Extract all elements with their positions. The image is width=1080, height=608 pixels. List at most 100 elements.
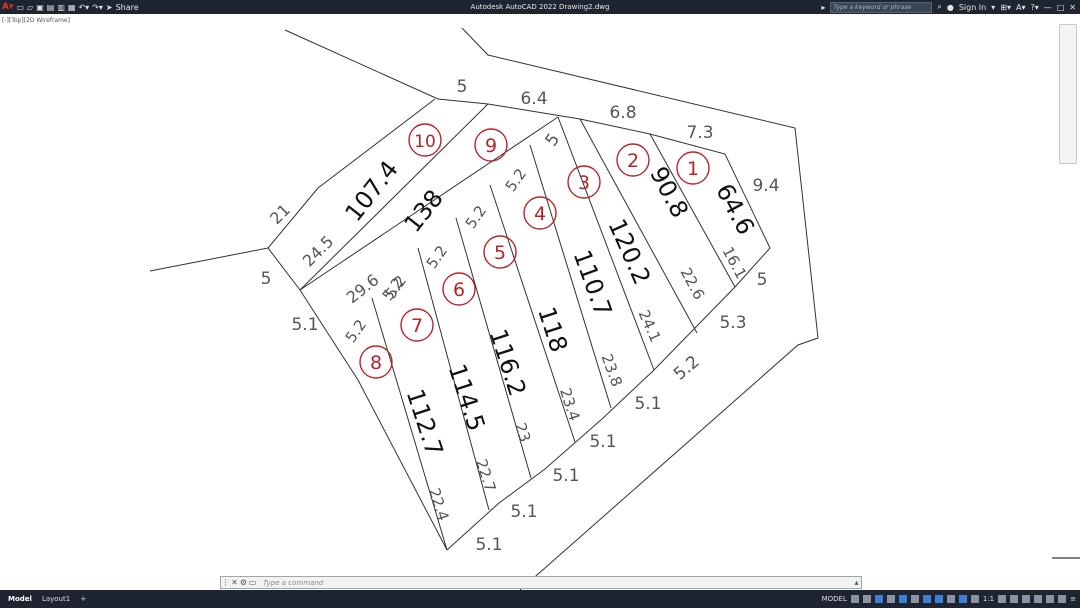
area-label: 118	[532, 303, 573, 355]
dimension-label: 5.1	[634, 394, 661, 414]
dimension-label: 5.1	[475, 535, 502, 555]
snap-icon[interactable]	[862, 595, 871, 603]
user-icon[interactable]: ●	[946, 2, 954, 12]
workspace-gear-icon[interactable]	[998, 595, 1007, 603]
otrack-icon[interactable]	[910, 595, 919, 603]
annotation-visibility-icon[interactable]	[958, 595, 967, 603]
maximize-icon[interactable]: □	[1056, 2, 1065, 12]
lot-marker-9: 9	[474, 128, 508, 162]
lot-number: 3	[578, 172, 590, 194]
search-icon[interactable]: ⌕	[937, 2, 942, 11]
osnap-icon[interactable]	[898, 595, 907, 603]
command-grip-icon[interactable]: ⋮	[221, 578, 230, 587]
command-history-icon[interactable]: ▴	[854, 578, 859, 587]
lot-marker-10: 10	[408, 123, 442, 157]
dimension-label: 5.1	[291, 315, 318, 335]
command-close-icon[interactable]: ✕	[231, 578, 238, 587]
undo-icon[interactable]: ↶▾	[78, 2, 90, 12]
quick-access-toolbar: A▾ ▭ ▱ ▣ ▤ ▥ ▦ ↶▾ ↷▾ ➤ Share	[2, 0, 139, 14]
lot-marker-7: 7	[400, 308, 434, 342]
lot-number: 2	[627, 150, 639, 172]
tab-model[interactable]: Model	[8, 595, 32, 603]
dimension-label: 22.4	[425, 486, 452, 523]
print-icon[interactable]: ▦	[67, 2, 76, 12]
dimension-label: 5	[542, 130, 565, 150]
dimension-label: 21	[266, 200, 294, 228]
ortho-icon[interactable]	[874, 595, 883, 603]
save-icon[interactable]: ▣	[36, 2, 44, 12]
lot-number: 10	[414, 132, 436, 152]
dimension-label: 5	[457, 77, 468, 97]
lot-marker-5: 5	[483, 235, 517, 269]
save-as-icon[interactable]: ▤	[46, 2, 55, 12]
dimension-label: 23.8	[598, 352, 626, 390]
dimension-label: 6.4	[520, 89, 547, 109]
cart-icon[interactable]: ⊞▾	[1000, 2, 1011, 12]
command-prompt-icon[interactable]: ▭	[248, 578, 257, 587]
dimension-label: 7.3	[686, 123, 713, 143]
selection-cycling-icon[interactable]	[946, 595, 955, 603]
share-icon[interactable]: ➤	[105, 2, 113, 12]
tab-layout1[interactable]: Layout1	[41, 595, 71, 603]
area-label: 112.7	[401, 386, 449, 460]
dimension-label: 5.3	[719, 313, 746, 333]
area-label: 107.4	[340, 155, 404, 226]
annotation-scale[interactable]: 1:1	[982, 595, 995, 603]
autocad-logo-icon[interactable]: A▾	[2, 2, 14, 12]
autodesk-account-icon[interactable]: A▾	[1015, 2, 1026, 12]
dimension-label: 5.1	[510, 502, 537, 522]
model-space-button[interactable]: MODEL	[821, 595, 847, 603]
isolate-objects-icon[interactable]	[1034, 595, 1043, 603]
area-label: 110.7	[568, 246, 618, 320]
auto-scale-icon[interactable]	[970, 595, 979, 603]
add-layout-icon[interactable]: +	[80, 595, 87, 603]
lot-number: 8	[370, 352, 382, 374]
area-label: 120.2	[603, 215, 657, 289]
hardware-acceleration-icon[interactable]	[1046, 595, 1055, 603]
lineweight-icon[interactable]	[922, 595, 931, 603]
lot-marker-2: 2	[616, 143, 650, 177]
new-file-icon[interactable]: ▭	[16, 2, 25, 12]
area-label: 138	[399, 184, 449, 237]
sign-in-button[interactable]: Sign In	[958, 2, 987, 12]
transparency-icon[interactable]	[934, 595, 943, 603]
lot-number: 4	[534, 203, 546, 225]
share-button[interactable]: Share	[115, 2, 139, 12]
units-icon[interactable]	[1022, 595, 1031, 603]
dimension-label: 5	[757, 270, 768, 290]
command-customize-icon[interactable]: ⚙	[239, 578, 248, 587]
dimension-label: 5.2	[462, 202, 490, 232]
drawing-canvas[interactable]: 1 2 3 4 5 6 7 8 9 10 64.6 90.8 120.2 110…	[0, 14, 1080, 590]
plot-icon[interactable]: ▥	[57, 2, 65, 12]
search-arrow-icon[interactable]: ▸	[821, 2, 826, 12]
lot-marker-8: 8	[359, 345, 393, 379]
help-icon[interactable]: ?▾	[1030, 2, 1039, 12]
dimension-label: 24.5	[299, 232, 338, 271]
open-file-icon[interactable]: ▱	[27, 2, 34, 12]
lot-marker-3: 3	[567, 165, 601, 199]
lot-marker-4: 4	[523, 196, 557, 230]
lot-number: 5	[494, 242, 506, 264]
area-label: 114.5	[443, 361, 491, 435]
grid-icon[interactable]	[850, 595, 859, 603]
sign-in-dropdown-icon[interactable]: ▾	[991, 2, 996, 12]
polar-icon[interactable]	[886, 595, 895, 603]
lot-number: 9	[485, 135, 497, 157]
lot-number: 6	[453, 279, 465, 301]
dimension-label: 5.2	[502, 165, 530, 195]
minimize-icon[interactable]: —	[1043, 2, 1052, 12]
redo-icon[interactable]: ↷▾	[92, 2, 103, 12]
customization-icon[interactable]: ≡	[1070, 595, 1076, 603]
clean-screen-icon[interactable]	[1058, 595, 1067, 603]
command-line: ⋮ ✕ ⚙ ▭ Type a command ▴	[220, 576, 862, 589]
navigation-bar[interactable]	[1059, 24, 1077, 164]
command-input[interactable]: Type a command	[263, 578, 324, 587]
dimension-labels: 5 6.4 6.8 7.3 9.4 5 5.3 5.2 5.1 5.1 5.1 …	[261, 77, 780, 555]
search-input[interactable]: Type a keyword or phrase	[830, 1, 933, 13]
dimension-label: 5.2	[423, 242, 451, 272]
dimension-label: 29.6	[343, 270, 383, 307]
close-icon[interactable]: ✕	[1069, 2, 1076, 12]
viewport-controls[interactable]: [-][Top][2D Wireframe]	[2, 17, 70, 24]
lot-marker-6: 6	[442, 272, 476, 306]
annotation-monitor-icon[interactable]	[1010, 595, 1019, 603]
